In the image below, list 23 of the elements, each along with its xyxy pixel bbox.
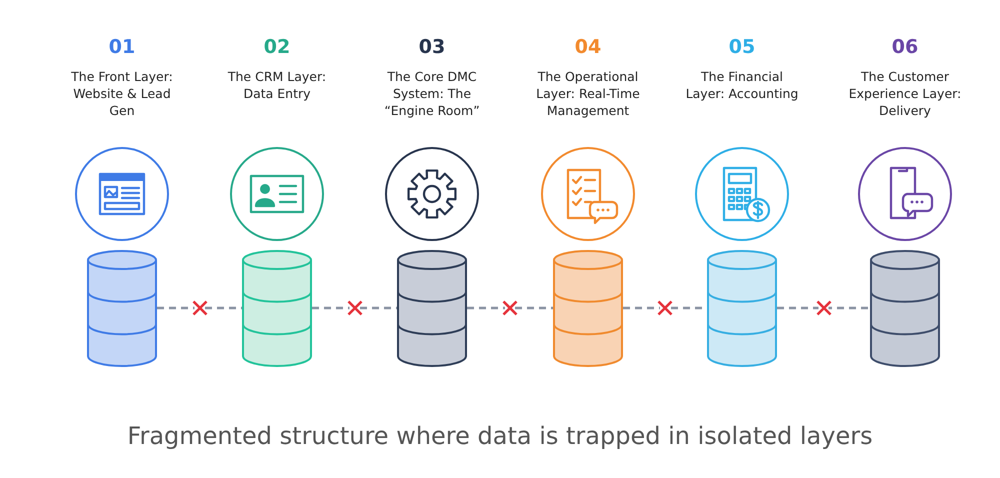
caption: Fragmented structure where data is trapped in isolated layers bbox=[126, 422, 874, 450]
step-number: 03 bbox=[418, 36, 446, 58]
step-number: 05 bbox=[728, 36, 756, 58]
broken-link-line bbox=[312, 306, 397, 310]
layer-title: The Customer Experience Layer: Delivery bbox=[848, 68, 962, 119]
layer-title: The Front Layer: Website & Lead Gen bbox=[70, 68, 174, 119]
layer-title: The CRM Layer: Data Entry bbox=[226, 68, 328, 102]
database-cylinder bbox=[707, 250, 777, 366]
step-number: 06 bbox=[890, 36, 920, 58]
step-number: 01 bbox=[108, 36, 136, 58]
layer-title: The Core DMC System: The “Engine Room” bbox=[383, 68, 481, 119]
broken-link-line bbox=[777, 306, 870, 310]
broken-link-line bbox=[467, 306, 553, 310]
database-cylinder bbox=[242, 250, 312, 366]
database-cylinder bbox=[397, 250, 467, 366]
broken-link-line bbox=[157, 306, 242, 310]
step-number: 04 bbox=[574, 36, 602, 58]
database-cylinder bbox=[870, 250, 940, 366]
step-number: 02 bbox=[262, 36, 292, 58]
layer-title: The Financial Layer: Accounting bbox=[684, 68, 800, 102]
database-cylinder bbox=[87, 250, 157, 366]
database-cylinder bbox=[553, 250, 623, 366]
layer-title: The Operational Layer: Real-Time Management bbox=[535, 68, 641, 119]
